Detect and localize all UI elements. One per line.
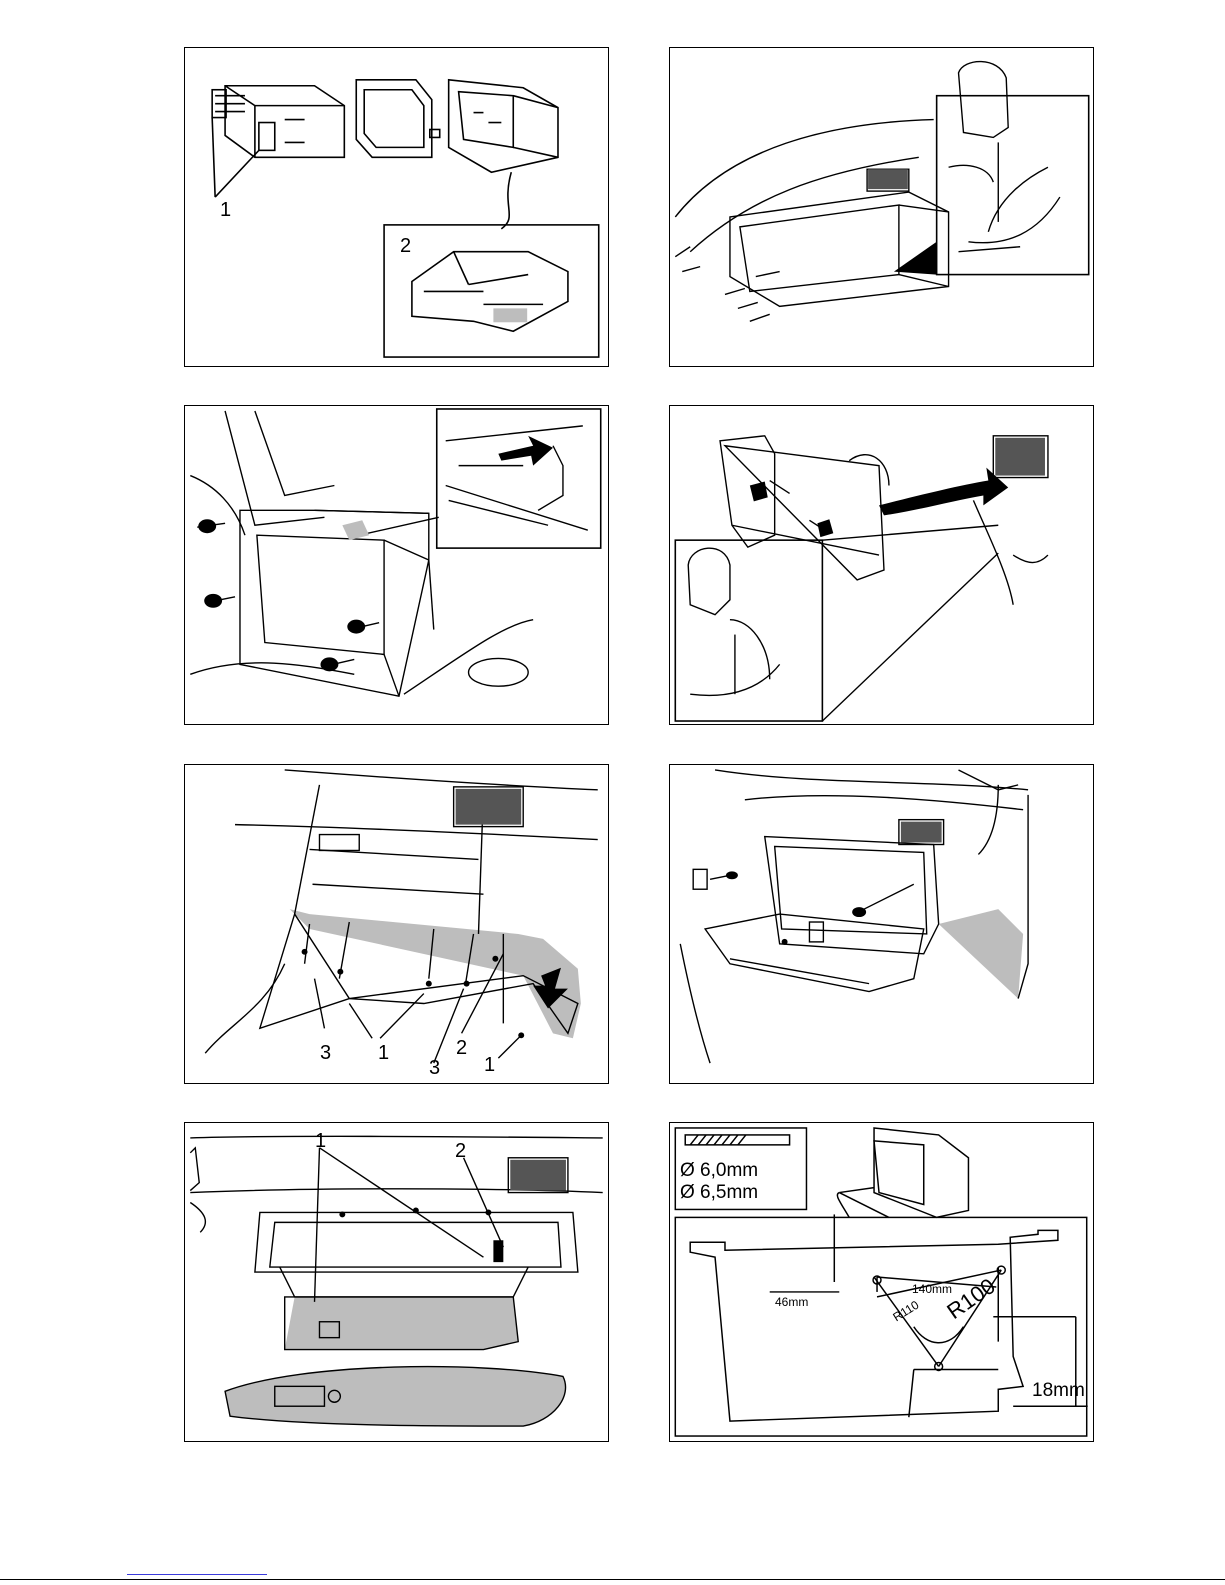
- figure-panel-8: Ø 6,0mm Ø 6,5mm 140mm 46mm R110 R100 18m…: [669, 1122, 1094, 1442]
- figure-3-illustration: [185, 406, 608, 724]
- drill-size-6-5: Ø 6,5mm: [680, 1183, 758, 1202]
- figure-5-label-1a: 1: [378, 1043, 389, 1063]
- figure-4-illustration: [670, 406, 1093, 724]
- figure-panel-1: 1 2: [184, 47, 609, 367]
- figure-7-label-1: 1: [315, 1131, 326, 1151]
- figure-panel-6: [669, 764, 1094, 1084]
- figure-5-label-1b: 1: [484, 1055, 495, 1075]
- drill-size-6-0: Ø 6,0mm: [680, 1161, 758, 1180]
- figure-panel-7: 1 2: [184, 1122, 609, 1442]
- figure-panel-5: 3 1 3 2 1: [184, 764, 609, 1084]
- dimension-140mm: 140mm: [912, 1283, 952, 1295]
- figure-6-illustration: [670, 765, 1093, 1083]
- figure-5-label-2: 2: [456, 1038, 467, 1058]
- figure-5-illustration: [185, 765, 608, 1083]
- figure-panel-3: [184, 405, 609, 725]
- footer-link-underline[interactable]: [127, 1574, 267, 1575]
- figure-1-label-1: 1: [220, 200, 231, 220]
- figure-panel-2: [669, 47, 1094, 367]
- dimension-46mm: 46mm: [775, 1296, 808, 1308]
- footer-rule: [0, 1579, 1225, 1580]
- figure-1-illustration: [185, 48, 608, 366]
- figure-1-label-2: 2: [400, 236, 411, 256]
- figure-7-illustration: [185, 1123, 608, 1441]
- figure-panel-4: [669, 405, 1094, 725]
- figure-5-label-3a: 3: [320, 1043, 331, 1063]
- dimension-18mm: 18mm: [1032, 1381, 1085, 1400]
- figure-7-label-2: 2: [455, 1141, 466, 1161]
- figure-5-label-3b: 3: [429, 1058, 440, 1078]
- figure-2-illustration: [670, 48, 1093, 366]
